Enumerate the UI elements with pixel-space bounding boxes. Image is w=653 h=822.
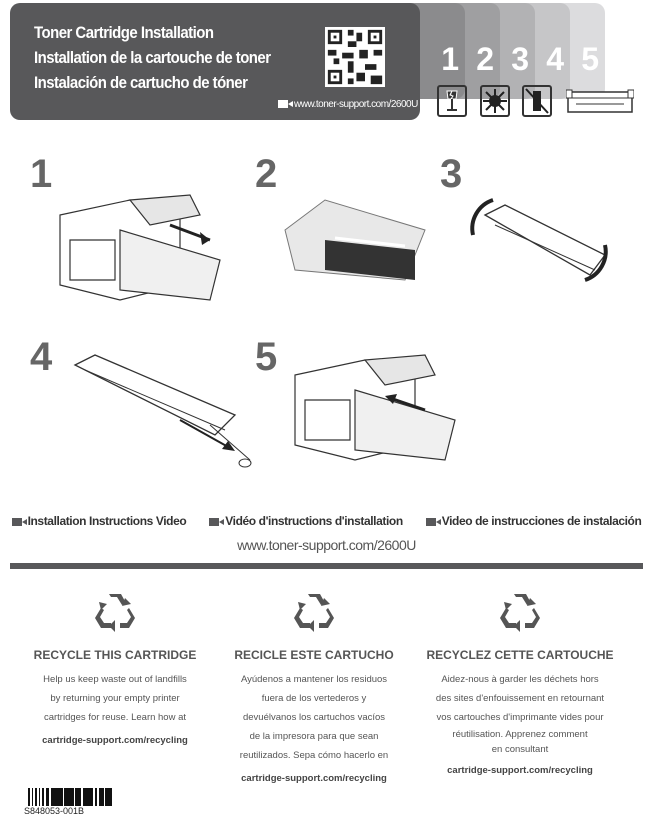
video-link-fr[interactable]: Vidéo d'instructions d'installation (209, 514, 403, 528)
recycle-link[interactable]: cartridge-support.com/recycling (447, 765, 593, 776)
recycle-text: en consultant (491, 744, 549, 755)
recycle-icon (294, 594, 334, 632)
step-number-3: 3 (440, 152, 463, 196)
part-number: S848053-001B (24, 806, 85, 816)
recycle-text: de la impresora para que sean (249, 731, 379, 742)
recycle-column-fr: RECYCLEZ CETTE CARTOUCHE Aidez-nous à ga… (420, 590, 620, 780)
recycle-column-en: RECYCLE THIS CARTRIDGE Help us keep wast… (15, 590, 215, 750)
step-tab-label: 3 (511, 41, 529, 77)
fragile-icon (437, 85, 467, 117)
step-tab-label: 5 (581, 41, 599, 77)
step-number-5: 5 (255, 335, 278, 379)
cartridge-icon (565, 86, 635, 116)
recycle-text: Ayúdenos a mantener los residuos (240, 674, 388, 685)
recycle-icon (500, 594, 540, 632)
barcode (28, 788, 112, 806)
video-link-en[interactable]: Installation Instructions Video (11, 514, 187, 528)
header-url-text: www.toner-support.com/2600U (294, 99, 418, 110)
title-en: Toner Cartridge Installation (34, 23, 214, 42)
video-url[interactable]: www.toner-support.com/2600U (237, 537, 416, 553)
video-link-es[interactable]: Video de instrucciones de instalación (425, 514, 642, 528)
recycle-text: vos cartouches d'imprimante vides pour (436, 712, 604, 723)
title-fr: Installation de la cartouche de toner (34, 48, 271, 67)
step-tab-label: 1 (441, 41, 459, 77)
header-banner: Toner Cartridge Installation Installatio… (10, 3, 420, 120)
divider (10, 563, 643, 569)
recycle-text: des sites d'enfouissement en retournant (435, 693, 605, 704)
step-number-1: 1 (30, 152, 53, 196)
video-camera-icon (425, 517, 441, 526)
step3-shake-cartridge-illustration (470, 198, 608, 282)
video-label: Video de instrucciones de instalación (441, 514, 642, 528)
step-tab-label: 4 (546, 41, 564, 77)
recycle-text: Aidez-nous à garder les déchets hors (441, 674, 599, 685)
no-stand-upright-icon (522, 85, 552, 117)
step-number-4: 4 (30, 335, 53, 379)
video-camera-icon (11, 517, 27, 526)
recycle-link[interactable]: cartridge-support.com/recycling (42, 735, 188, 746)
recycle-text: by returning your empty printer (50, 693, 180, 704)
recycle-text: cartridges for reuse. Learn how at (43, 712, 187, 723)
recycle-text: Help us keep waste out of landfills (43, 674, 187, 685)
header-video-link[interactable]: www.toner-support.com/2600U (278, 99, 418, 110)
no-light-icon (480, 85, 510, 117)
recycle-text: réutilisation. Apprenez comment (452, 729, 588, 740)
recycle-text: devuélvanos los cartuchos vacíos (242, 712, 386, 723)
recycle-heading: RECYCLEZ CETTE CARTOUCHE (426, 648, 614, 662)
recycle-icon (95, 594, 135, 632)
step4-remove-tape-illustration (73, 354, 252, 468)
video-camera-icon (209, 517, 225, 526)
video-label: Vidéo d'instructions d'installation (225, 514, 403, 528)
video-label: Installation Instructions Video (27, 514, 187, 528)
step5-insert-cartridge-illustration (294, 354, 456, 461)
recycle-text: reutilizados. Sepa cómo hacerlo en (239, 750, 389, 761)
step1-open-printer-illustration (59, 194, 221, 301)
title-es: Instalación de cartucho de tóner (34, 73, 248, 92)
recycle-heading: RECICLE ESTE CARTUCHO (234, 648, 394, 662)
video-links: Installation Instructions Video Vidéo d'… (0, 514, 653, 528)
recycle-column-es: RECICLE ESTE CARTUCHO Ayúdenos a mantene… (214, 590, 414, 788)
recycle-text: fuera de los vertederos y (261, 693, 367, 704)
recycle-link[interactable]: cartridge-support.com/recycling (241, 773, 387, 784)
step-number-2: 2 (255, 152, 278, 196)
qr-code[interactable] (325, 27, 385, 87)
recycle-heading: RECYCLE THIS CARTRIDGE (33, 648, 197, 662)
video-camera-icon (278, 100, 293, 109)
step2-unpack-cartridge-illustration (284, 199, 426, 281)
step-tab-label: 2 (476, 41, 494, 77)
